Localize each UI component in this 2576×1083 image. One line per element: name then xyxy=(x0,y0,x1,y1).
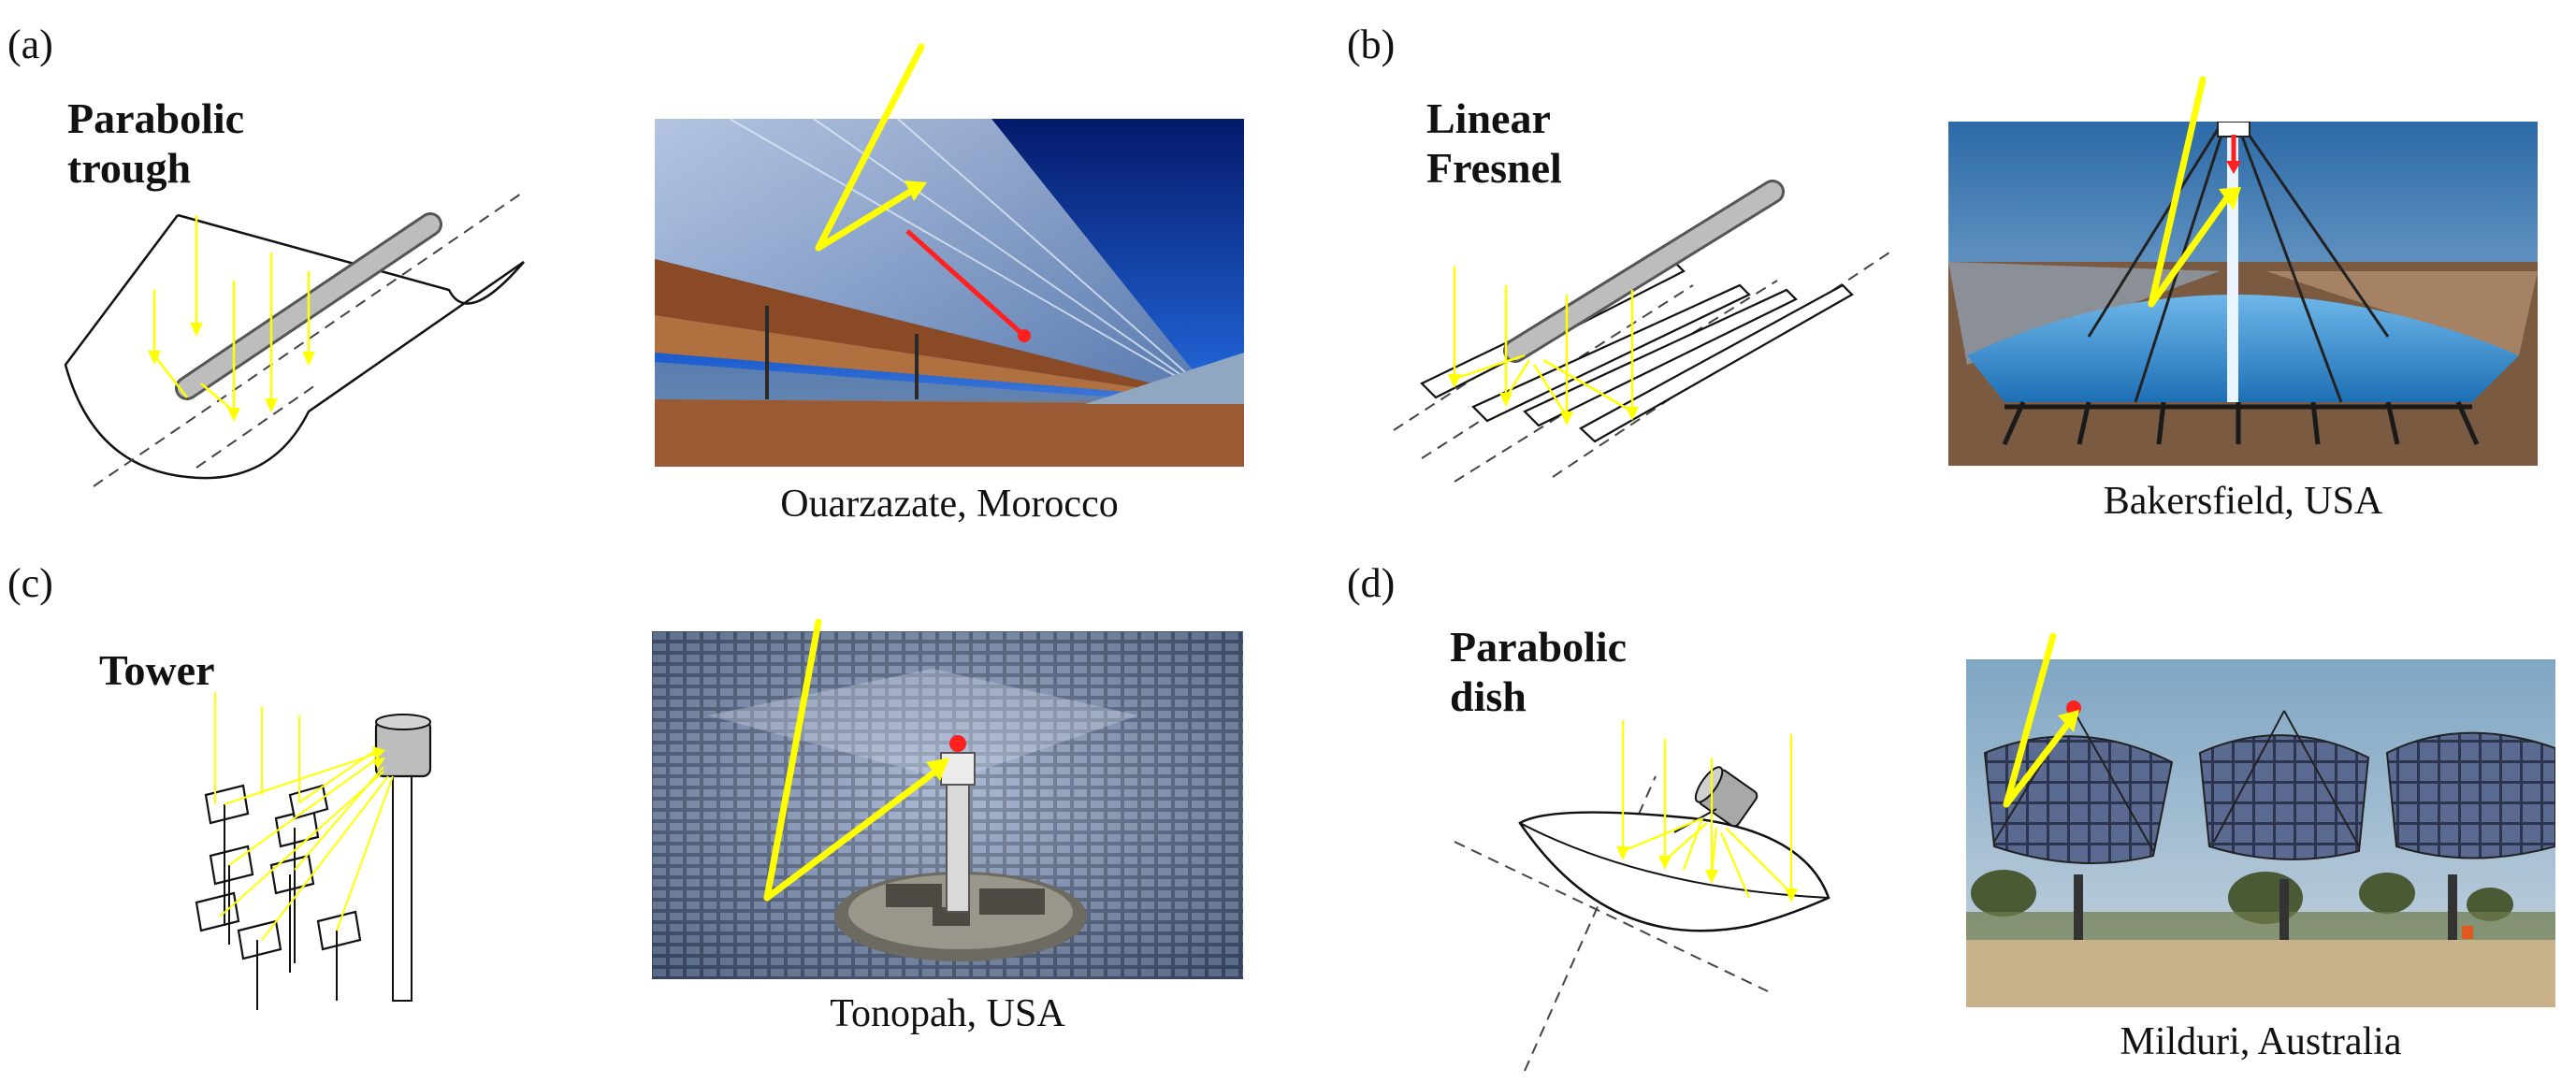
panel-title-c: Tower xyxy=(99,646,215,694)
sun-ray-arrow-d xyxy=(2003,632,2079,808)
panel-title-b: Linear Fresnel xyxy=(1426,94,1562,192)
caption-a: Ouarzazate, Morocco xyxy=(780,483,1119,526)
panel-title-a: Parabolic trough xyxy=(67,94,245,192)
sun-ray-arrow-a xyxy=(815,43,927,252)
panel-label-c: (c) xyxy=(7,560,53,606)
parabolic-dish-diagram xyxy=(1454,720,1831,1072)
caption-b: Bakersfield, USA xyxy=(2103,480,2383,523)
panel-label-a: (a) xyxy=(7,22,53,67)
sun-ray-arrow-c xyxy=(763,618,949,902)
tonopah-photo xyxy=(652,631,1243,979)
ouarzazate-photo xyxy=(655,119,1244,467)
caption-d: Milduri, Australia xyxy=(2120,1020,2402,1063)
linear-fresnel-diagram xyxy=(1393,180,1890,483)
bakersfield-photo xyxy=(1948,122,2538,466)
sun-ray-arrow-b xyxy=(2148,76,2241,308)
panel-label-b: (b) xyxy=(1347,22,1396,67)
panel-title-d: Parabolic dish xyxy=(1450,623,1628,720)
caption-c: Tonopah, USA xyxy=(830,992,1065,1035)
parabolic-trough-diagram xyxy=(64,191,525,487)
panel-label-d: (d) xyxy=(1347,560,1396,606)
solar-tower-diagram xyxy=(195,692,432,1010)
